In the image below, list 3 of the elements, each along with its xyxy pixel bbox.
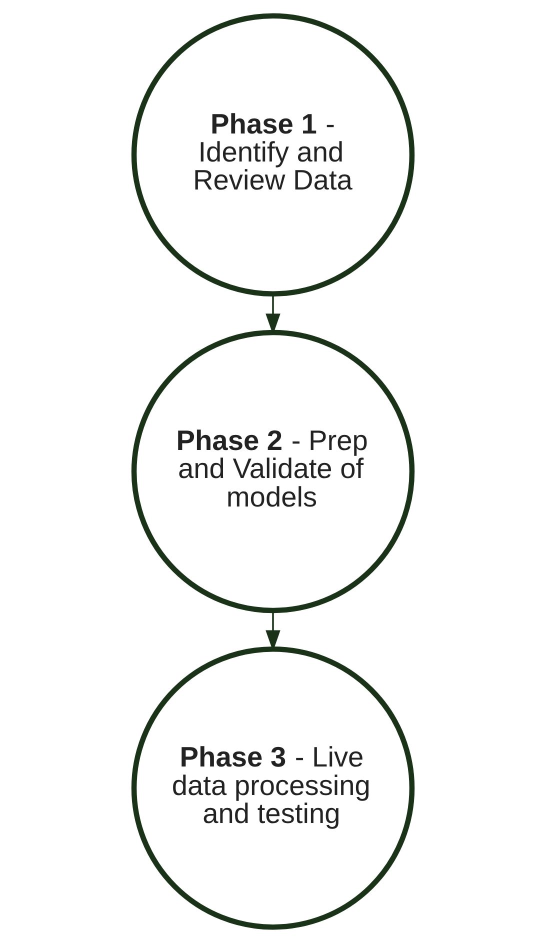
node-circle: Phase 1 - Identify and Review Data xyxy=(131,13,415,296)
node-circle: Phase 3 - Live data processing and testing xyxy=(131,646,415,930)
node-circle: Phase 2 - Prep and Validate of models xyxy=(131,330,415,614)
